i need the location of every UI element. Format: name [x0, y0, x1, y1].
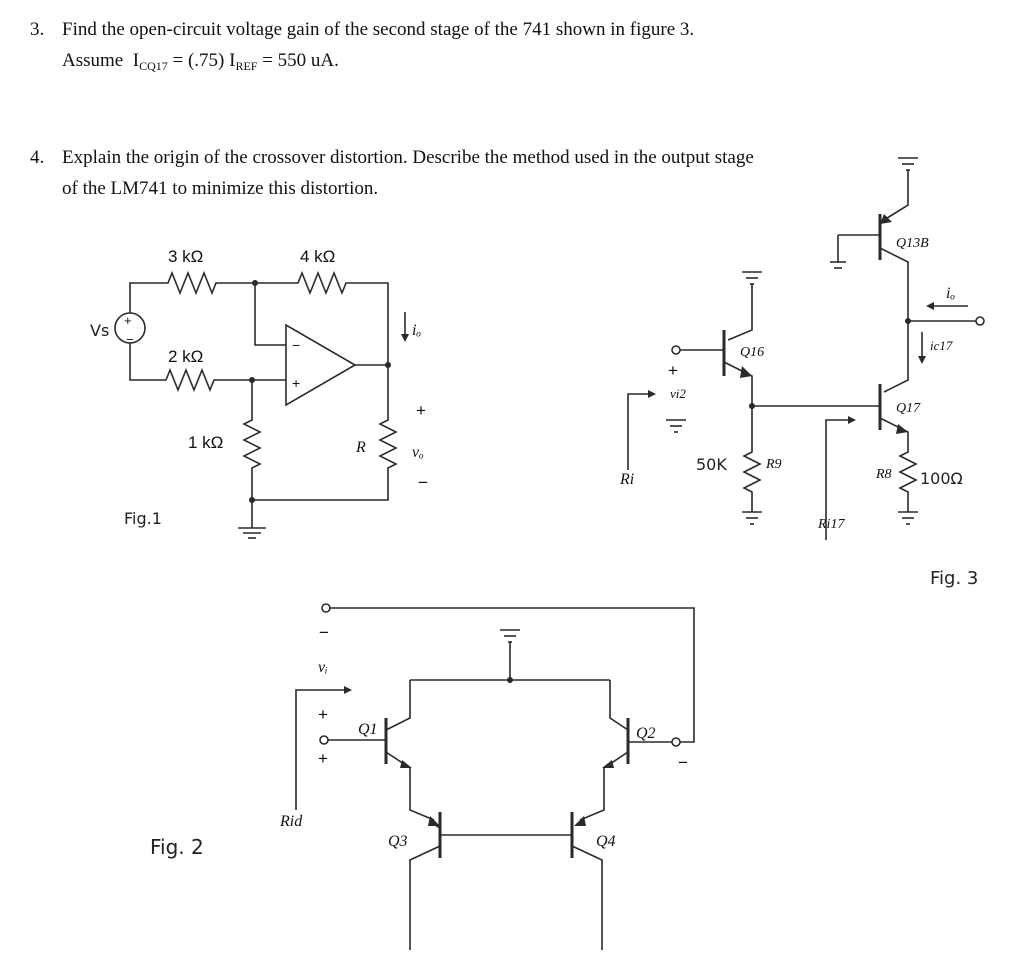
input-voltage-label: vᵢ — [318, 659, 328, 676]
source-minus-sign: − — [126, 332, 134, 347]
icq17-symbol: I — [132, 50, 140, 71]
question-4-line1: 4. Explain the origin of the crossover di… — [30, 142, 754, 173]
r8-label: R8 — [875, 467, 892, 482]
op-amp-symbol — [285, 323, 357, 407]
resistor-1k-label: 1 kΩ — [188, 433, 223, 452]
r9-value: 50K — [696, 455, 727, 474]
q13b-label: Q13B — [896, 236, 929, 251]
question-3-line2: Assume ICQ17 = (.75) IREF = 550 uA. — [30, 45, 694, 82]
output-voltage-label: vₒ — [412, 444, 424, 461]
assume-label: Assume — [62, 50, 124, 71]
rid-label: Rid — [279, 813, 303, 830]
vo-minus-sign: − — [418, 473, 428, 492]
ic17-label: ic17 — [930, 338, 953, 353]
q3-label: Q3 — [388, 833, 408, 850]
question-4-number: 4. — [30, 147, 45, 168]
input-plus-sign-2: + — [318, 749, 328, 768]
resistor-3k-label: 3 kΩ — [168, 247, 203, 266]
resistor-2k-label: 2 kΩ — [168, 347, 203, 366]
resistor-4k-label: 4 kΩ — [300, 247, 335, 266]
ri17-label: Ri17 — [817, 517, 845, 532]
ri-label: Ri — [619, 471, 634, 488]
opamp-plus-input: + — [292, 375, 300, 391]
iref-value: = 550 uA. — [257, 50, 339, 71]
question-4: 4. Explain the origin of the crossover di… — [30, 142, 754, 204]
q17-label: Q17 — [896, 401, 921, 416]
question-4-text-line2: of the LM741 to minimize this distortion… — [62, 178, 379, 199]
question-4-text-line1: Explain the origin of the crossover dist… — [62, 147, 754, 168]
output-current-label: iₒ — [412, 322, 421, 339]
q2-label: Q2 — [636, 725, 656, 742]
figure-2-caption: Fig. 2 — [150, 835, 204, 859]
input-minus-sign: − — [319, 623, 329, 642]
iref-subscript: REF — [235, 59, 258, 73]
icq17-equation: = (.75) — [167, 50, 230, 71]
vi2-label: vi2 — [670, 386, 686, 401]
question-3-text: Find the open-circuit voltage gain of th… — [62, 19, 695, 40]
question-3-number: 3. — [30, 19, 45, 40]
figure-1-caption: Fig.1 — [124, 509, 162, 528]
fig3-output-current-label: iₒ — [946, 285, 955, 302]
input-plus-sign: + — [318, 705, 328, 724]
figure-1-circuit: + − Vs 3 kΩ 4 kΩ 2 kΩ − + 1 kΩ R — [90, 247, 428, 539]
question-3: 3. Find the open-circuit voltage gain of … — [30, 14, 694, 82]
iref-symbol: I — [229, 50, 236, 71]
r8-value: 100Ω — [920, 469, 963, 488]
icq17-subscript: CQ17 — [139, 59, 168, 73]
figure-2-circuit: − vᵢ + + − Rid Q1 Q2 Q3 — [150, 603, 695, 950]
source-label-vs: Vs — [90, 321, 109, 340]
r9-label: R9 — [765, 457, 782, 472]
figure-3-caption: Fig. 3 — [930, 568, 978, 589]
q16-label: Q16 — [740, 345, 764, 360]
vo-plus-sign: + — [416, 401, 426, 420]
opamp-minus-input: − — [292, 337, 300, 353]
question-3-line1: 3. Find the open-circuit voltage gain of … — [30, 14, 694, 45]
q2-side-minus: − — [678, 753, 688, 772]
vi2-plus-sign: + — [668, 361, 678, 380]
q4-label: Q4 — [596, 833, 616, 850]
q1-label: Q1 — [358, 721, 378, 738]
load-resistor-label: R — [355, 439, 366, 456]
figure-3-circuit: Q13B iₒ ic17 Q17 R8 100Ω Ri17 — [619, 157, 985, 589]
source-plus-sign: + — [124, 313, 132, 328]
